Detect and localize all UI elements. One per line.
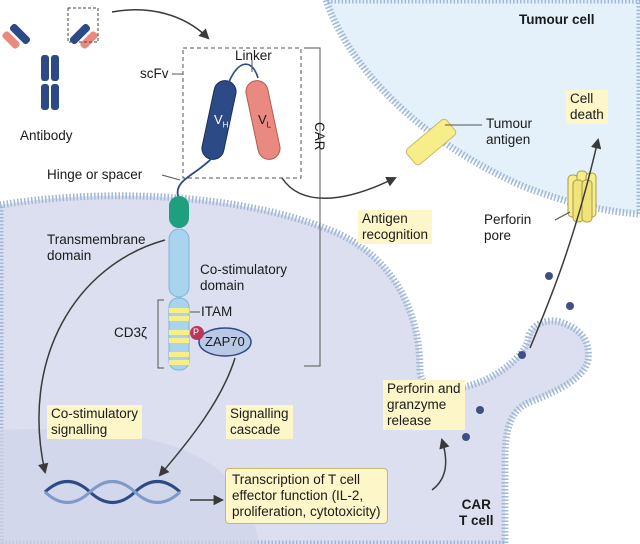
antibody-label: Antibody: [20, 128, 73, 143]
hinge-label: Hinge or spacer: [47, 167, 143, 182]
car-bracket-label: CAR: [312, 122, 327, 151]
cell-death-label: Cell death: [566, 90, 608, 124]
zap70-protein: [198, 327, 252, 357]
antigen-recognition-label: Antigen recognition: [358, 210, 433, 244]
zap70-label: ZAP70: [205, 334, 245, 349]
transmembrane-label: Transmembrane domain: [47, 232, 146, 263]
transmembrane-domain: [169, 196, 189, 228]
phosphate-label: P: [193, 327, 200, 337]
tumour-antigen-label: Tumour antigen: [486, 116, 533, 147]
costimulatory-signalling-label: Co-stimulatory signalling: [47, 405, 143, 439]
antibody-icon: [2, 7, 99, 110]
tumour-cell-label: Tumour cell: [519, 12, 595, 27]
vl-domain: [245, 80, 281, 160]
linker: [228, 63, 259, 83]
dna-icon: [43, 480, 182, 504]
cd3z-label: CD3ζ: [114, 325, 147, 340]
car-t-cell-label: CAR T cell: [459, 497, 494, 528]
vl-label: VL: [258, 112, 272, 130]
signalling-cascade-label: Signalling cascade: [226, 405, 293, 439]
linker-label: Linker: [235, 48, 272, 63]
costimulatory-domain-label: Co-stimulatory domain: [200, 262, 288, 293]
hinge: [176, 157, 213, 197]
scfv-label: scFv: [140, 66, 169, 81]
vh-label: VH: [214, 112, 229, 130]
costimulatory-domain: [168, 228, 190, 298]
perforin-pore: [567, 170, 597, 223]
transcription-box: Transcription of T cell effector functio…: [225, 468, 388, 524]
perforin-pore-label: Perforin pore: [484, 212, 532, 243]
phosphate-icon: [190, 326, 204, 340]
scfv-box: [182, 47, 302, 179]
perforin-granzyme-label: Perforin and granzyme release: [383, 380, 465, 430]
cd3z-domain: [168, 297, 190, 371]
tumour-cell: [322, 0, 640, 218]
itam-label: ITAM: [201, 304, 233, 319]
